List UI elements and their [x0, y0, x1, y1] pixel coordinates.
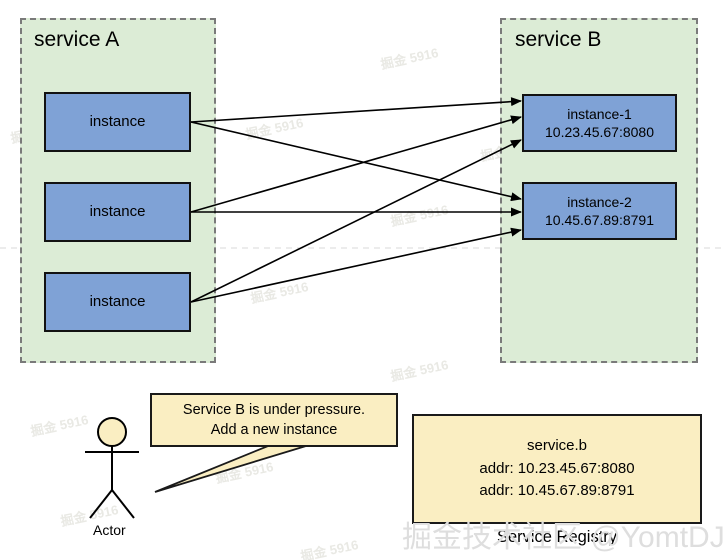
instance-label: instance [89, 203, 146, 221]
actor-label: Actor [93, 522, 126, 538]
instance-name: instance-1 [567, 105, 632, 122]
registry-service-name: service.b [526, 437, 588, 455]
instance-address: 10.45.67.89:8791 [545, 212, 654, 228]
service-a-title: service A [34, 28, 120, 51]
arrow-a1-to-b1 [190, 97, 522, 123]
service-b-instance-1[interactable]: instance-1 10.23.45.67:8080 [522, 94, 677, 152]
arrow-a3-to-b1 [190, 139, 522, 303]
service-b-instance-2[interactable]: instance-2 10.45.67.89:8791 [522, 182, 677, 240]
instance-label: instance [89, 113, 146, 131]
service-registry-box: service.b addr: 10.23.45.67:8080 addr: 1… [412, 414, 702, 524]
registry-addr-1: addr: 10.23.45.67:8080 [479, 459, 635, 477]
service-b-title: service B [515, 28, 602, 51]
service-registry-caption: Service Registry [496, 528, 618, 546]
service-a-instance-2[interactable]: instance [44, 182, 191, 242]
speech-bubble-line-1: Service B is under pressure. [182, 402, 366, 418]
service-a-instance-1[interactable]: instance [44, 92, 191, 152]
instance-address: 10.23.45.67:8080 [545, 124, 654, 140]
speech-bubble: Service B is under pressure. Add a new i… [150, 393, 398, 447]
arrow-a1-to-b2 [190, 121, 522, 202]
arrow-a3-to-b2 [190, 227, 522, 303]
speech-bubble-tail [154, 445, 307, 493]
registry-addr-2: addr: 10.45.67.89:8791 [479, 482, 635, 500]
speech-bubble-line-2: Add a new instance [210, 422, 338, 438]
instance-label: instance [89, 293, 146, 311]
service-a-instance-3[interactable]: instance [44, 272, 191, 332]
actor-leg-left [89, 489, 113, 519]
actor-leg-right [111, 489, 135, 519]
arrow-a2-to-b1 [190, 115, 522, 213]
instance-name: instance-2 [567, 193, 632, 210]
